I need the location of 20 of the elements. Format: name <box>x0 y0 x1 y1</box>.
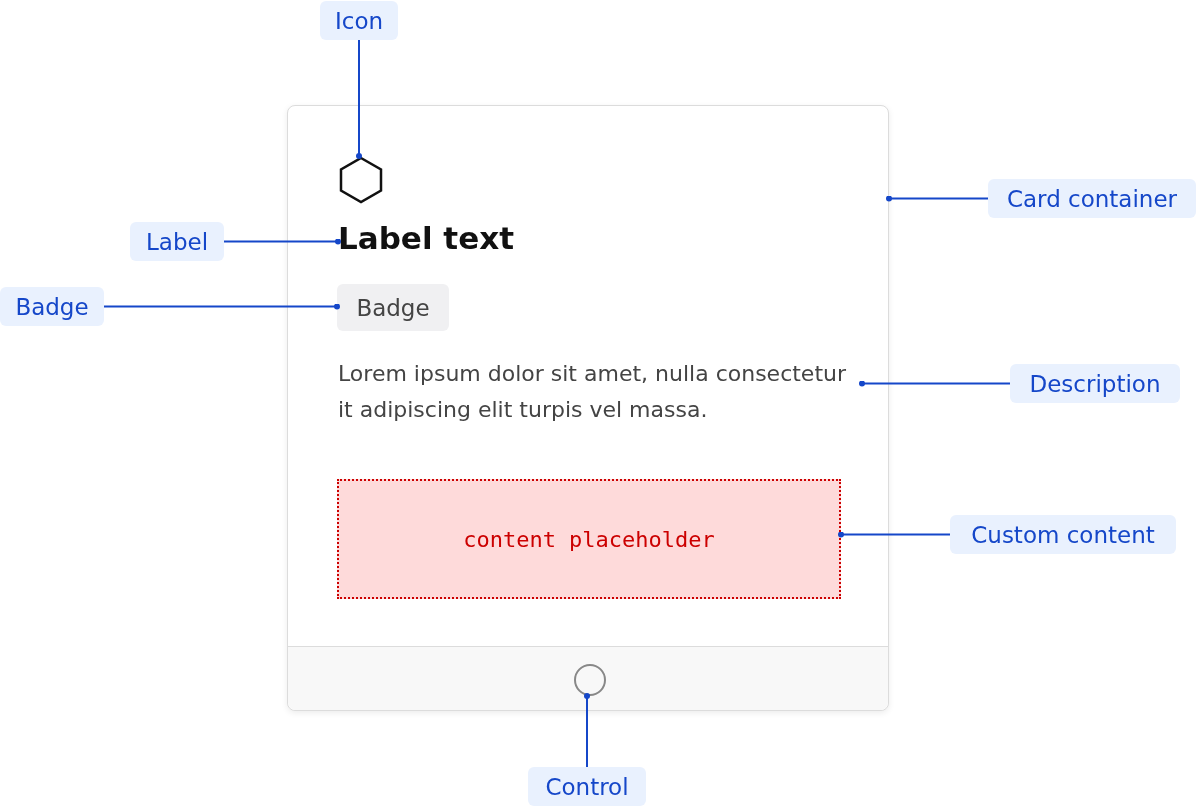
badge: Badge <box>337 284 449 331</box>
leader-line <box>886 195 989 202</box>
callout-label: Icon <box>320 1 398 40</box>
leader-line <box>838 531 951 538</box>
callout-label: Card container <box>988 179 1196 218</box>
callout-label: Custom content <box>950 515 1176 554</box>
callout-label: Badge <box>0 287 104 326</box>
callout-label: Description <box>1010 364 1180 403</box>
callout-label: Label <box>130 222 224 261</box>
hexagon-icon <box>338 156 384 204</box>
leader-line <box>859 380 1011 387</box>
card-title: Label text <box>338 220 638 266</box>
card-container <box>287 105 889 711</box>
description-text: Lorem ipsum dolor sit amet, nulla consectetur it adipiscing elit turpis vel massa. <box>338 356 862 466</box>
leader-line <box>356 39 362 159</box>
leader-line <box>103 303 340 310</box>
leader-line <box>223 238 341 245</box>
placeholder-field: content placeholder <box>337 479 841 599</box>
callout-label: Control <box>528 767 646 806</box>
leader-line <box>584 693 590 768</box>
